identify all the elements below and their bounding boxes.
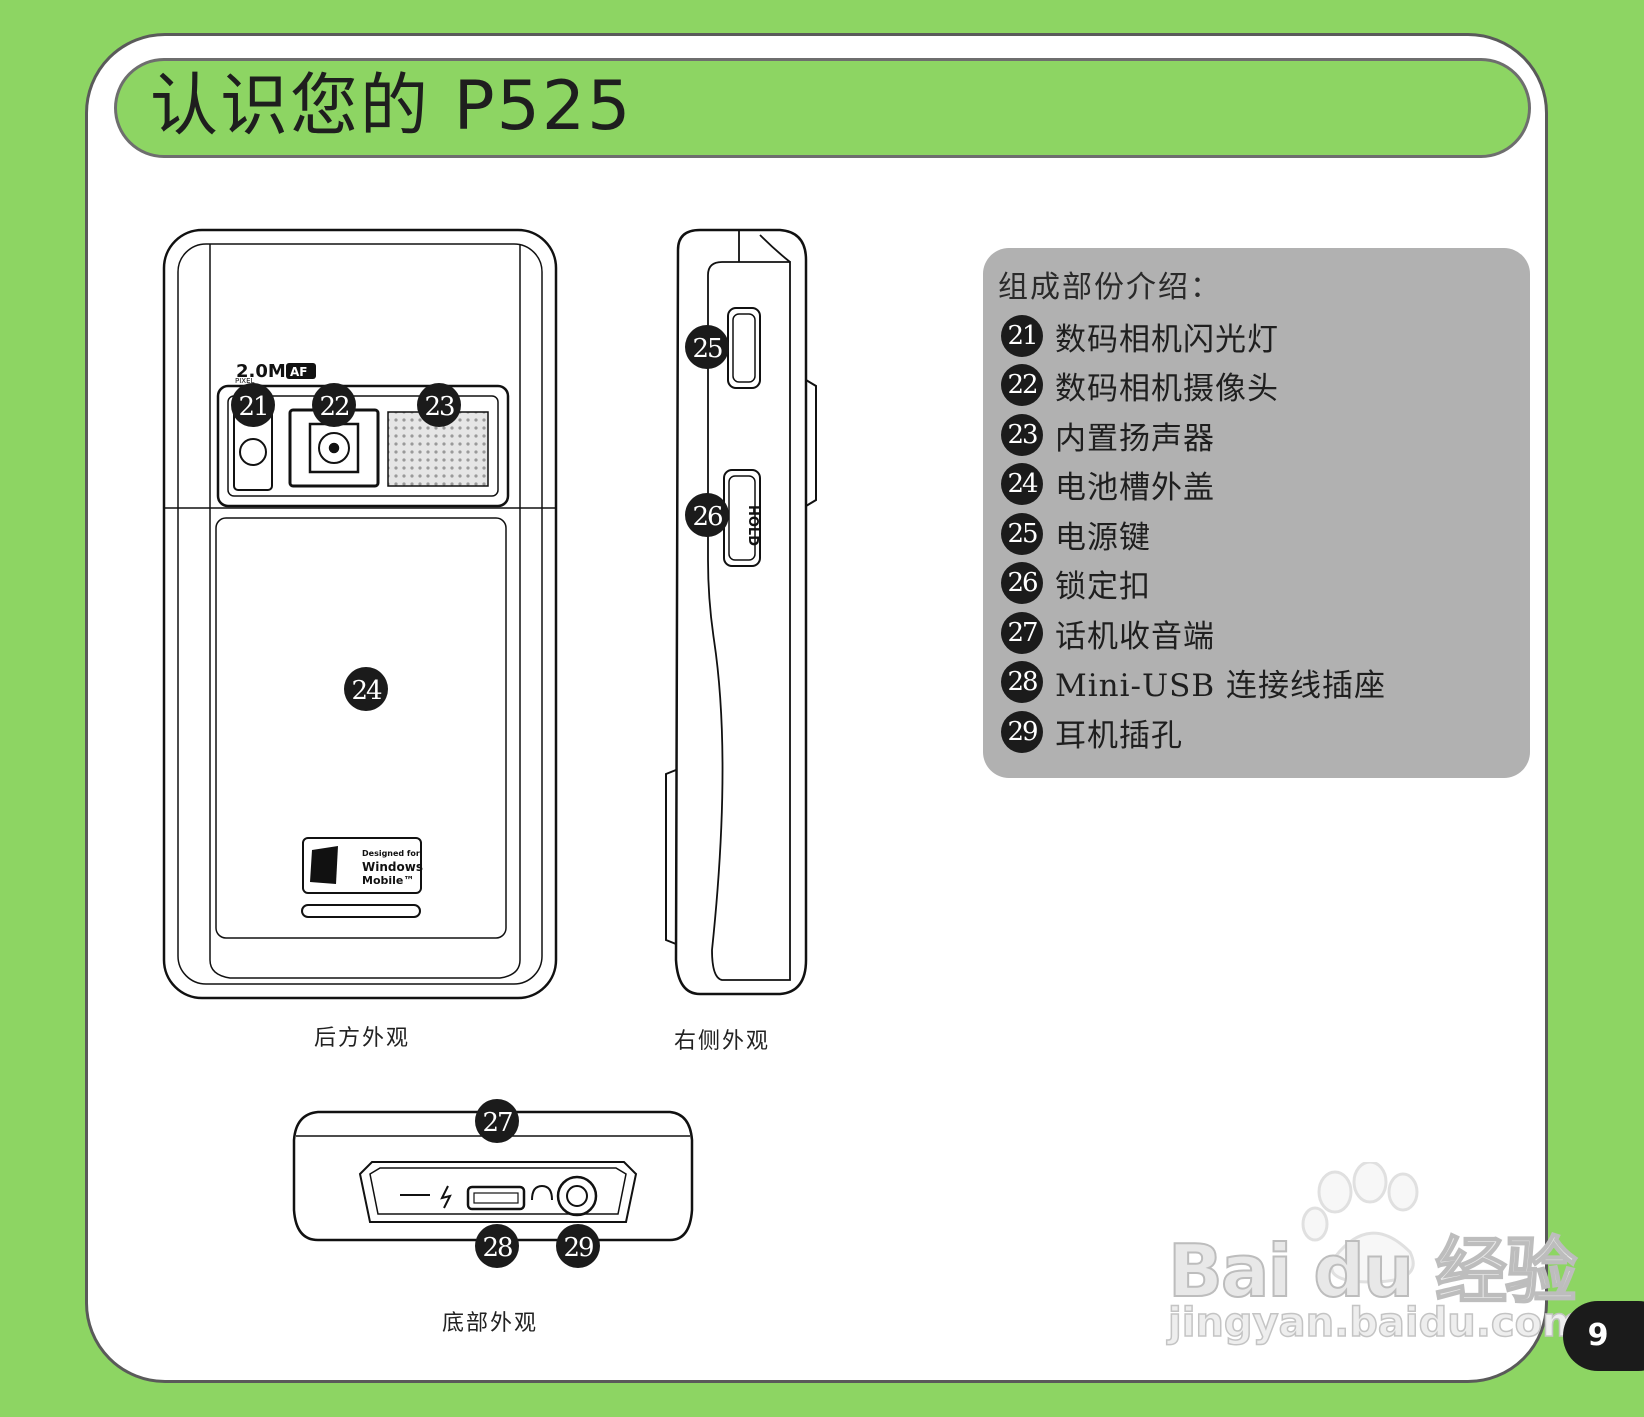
svg-text:29: 29 (563, 1233, 593, 1263)
legend-label: 锁定扣 (1055, 568, 1151, 605)
svg-text:21: 21 (238, 392, 267, 422)
legend-number: 27 (1001, 612, 1043, 654)
legend-item: 23 内置扬声器 (1001, 413, 1215, 457)
paw-watermark-icon (1301, 1162, 1419, 1284)
legend-number: 26 (1001, 562, 1043, 604)
logo-line1: Designed for (362, 849, 420, 858)
watermark-url: jingyan.baidu.com (1167, 1299, 1584, 1347)
af-badge: AF (290, 365, 307, 379)
camera-badge-sub: PIXEL (235, 377, 255, 385)
legend-title: 组成部份介绍： (998, 270, 1222, 305)
legend-number: 22 (1001, 364, 1043, 406)
legend-number: 21 (1001, 315, 1043, 357)
legend-label: 电池槽外盖 (1055, 469, 1215, 506)
bottom-view-drawing (292, 1110, 694, 1242)
callout-23: 23 (417, 383, 461, 427)
page-number-tab (1563, 1301, 1644, 1371)
legend-number: 29 (1001, 711, 1043, 753)
callout-27: 27 (475, 1099, 519, 1143)
page-title: 认识您的 P525 (150, 67, 633, 146)
callout-24: 24 (344, 667, 388, 711)
legend-label: 话机收音端 (1055, 618, 1215, 655)
bottom-view-caption: 底部外观 (441, 1311, 538, 1336)
callout-26: 26 (685, 493, 729, 537)
legend-item: 25 电源键 (1001, 512, 1151, 556)
legend-item: 22 数码相机摄像头 (1001, 363, 1279, 407)
legend-label: 电源键 (1055, 519, 1151, 556)
back-view-caption: 后方外观 (313, 1026, 410, 1051)
camera-badge: 2.0M (236, 361, 286, 382)
title-bar (114, 58, 1531, 158)
logo-line3: Mobile™ (362, 874, 414, 887)
legend-number: 25 (1001, 513, 1043, 555)
legend-number: 23 (1001, 414, 1043, 456)
legend-panel (983, 248, 1530, 778)
legend-label: 数码相机闪光灯 (1055, 321, 1279, 358)
logo-line2: Windows (362, 860, 423, 874)
hold-label: HOLD (745, 505, 760, 546)
legend-label: 内置扬声器 (1055, 420, 1215, 457)
back-view-drawing (162, 228, 558, 1000)
callout-29: 29 (556, 1224, 600, 1268)
callout-28: 28 (475, 1224, 519, 1268)
svg-text:25: 25 (692, 334, 722, 364)
svg-text:27: 27 (482, 1108, 512, 1138)
legend-label: 耳机插孔 (1055, 717, 1183, 754)
legend-item: 26 锁定扣 (1001, 561, 1151, 605)
legend-item: 29 耳机插孔 (1001, 710, 1183, 754)
svg-text:24: 24 (351, 676, 382, 706)
side-view-drawing (665, 228, 817, 996)
svg-text:26: 26 (692, 502, 722, 532)
legend-label: Mini-USB 连接线插座 (1055, 667, 1387, 704)
legend-label: 数码相机摄像头 (1055, 370, 1279, 407)
page-number: 9 (1587, 1318, 1609, 1353)
svg-text:22: 22 (319, 392, 348, 422)
callout-21: 21 (231, 383, 275, 427)
side-view-caption: 右侧外观 (673, 1029, 770, 1054)
watermark-brand: Bai du 经验 (1167, 1228, 1578, 1314)
legend-item: 28 Mini-USB 连接线插座 (1001, 660, 1386, 704)
svg-text:28: 28 (482, 1233, 512, 1263)
legend-number: 24 (1001, 463, 1043, 505)
legend-item: 21 数码相机闪光灯 (1001, 314, 1279, 358)
callout-22: 22 (312, 383, 356, 427)
legend-number: 28 (1001, 661, 1043, 703)
callout-25: 25 (685, 325, 729, 369)
svg-text:23: 23 (424, 392, 454, 422)
legend-item: 27 话机收音端 (1001, 611, 1215, 655)
legend-item: 24 电池槽外盖 (1001, 462, 1215, 506)
